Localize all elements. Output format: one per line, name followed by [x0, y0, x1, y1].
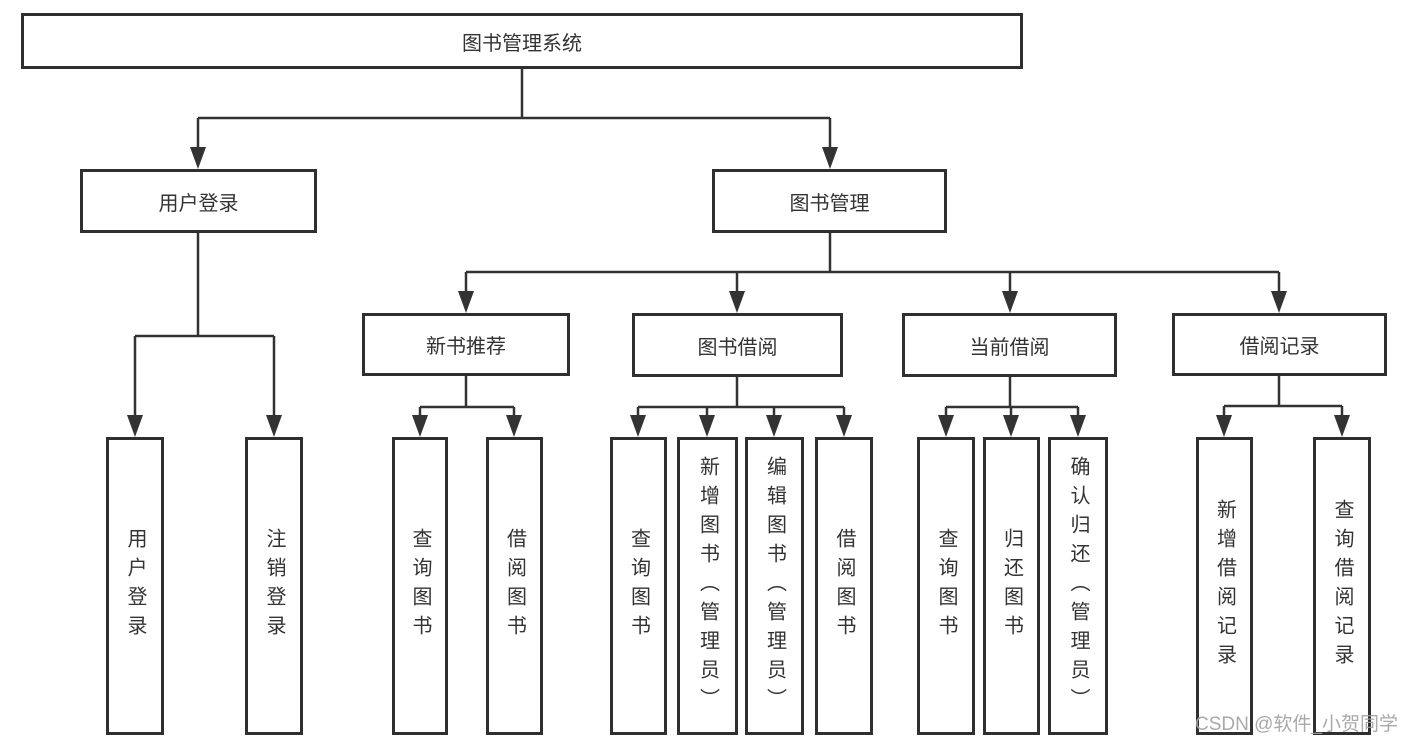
leaf-cb-query-books-label: 查询图书: [935, 528, 957, 644]
node-book-management: 图书管理: [712, 169, 947, 233]
leaf-cb-return-books-label: 归还图书: [1000, 528, 1023, 644]
leaf-bb-query-books: 查询图书: [610, 437, 667, 735]
node-borrowing-records: 借阅记录: [1172, 313, 1387, 376]
leaf-cb-confirm-return-admin: 确认归还（管理员）: [1048, 437, 1108, 735]
leaf-bb-edit-books-admin: 编辑图书（管理员）: [745, 437, 804, 735]
leaf-bb-edit-books-admin-label: 编辑图书（管理员）: [763, 455, 786, 717]
leaf-nb-borrow-books-label: 借阅图书: [503, 528, 526, 644]
leaf-bb-add-books-admin: 新增图书（管理员）: [677, 437, 738, 735]
leaf-bb-add-books-admin-label: 新增图书（管理员）: [696, 455, 719, 717]
leaf-bb-borrow-books: 借阅图书: [815, 437, 873, 735]
leaf-user-login: 用户登录: [106, 437, 164, 735]
node-user-login: 用户登录: [80, 169, 317, 233]
node-new-book-recommend: 新书推荐: [362, 313, 570, 376]
node-library-management-system: 图书管理系统: [21, 13, 1023, 69]
leaf-cb-query-books: 查询图书: [917, 437, 975, 735]
leaf-logout-login: 注销登录: [245, 437, 303, 735]
leaf-bb-borrow-books-label: 借阅图书: [833, 528, 855, 644]
leaf-user-login-label: 用户登录: [124, 528, 146, 644]
leaf-nb-query-books-label: 查询图书: [409, 528, 431, 644]
leaf-nb-borrow-books: 借阅图书: [486, 437, 543, 735]
leaf-br-query-record: 查询借阅记录: [1313, 437, 1371, 735]
leaf-cb-confirm-return-admin-label: 确认归还（管理员）: [1067, 455, 1089, 717]
leaf-br-add-record: 新增借阅记录: [1196, 437, 1253, 735]
leaf-nb-query-books: 查询图书: [392, 437, 448, 735]
leaf-br-query-record-label: 查询借阅记录: [1331, 499, 1353, 673]
leaf-br-add-record-label: 新增借阅记录: [1213, 499, 1236, 673]
node-current-borrowing: 当前借阅: [902, 313, 1117, 377]
leaf-logout-login-label: 注销登录: [263, 528, 285, 644]
node-book-borrowing: 图书借阅: [632, 313, 843, 377]
leaf-bb-query-books-label: 查询图书: [627, 528, 650, 644]
leaf-cb-return-books: 归还图书: [983, 437, 1040, 735]
